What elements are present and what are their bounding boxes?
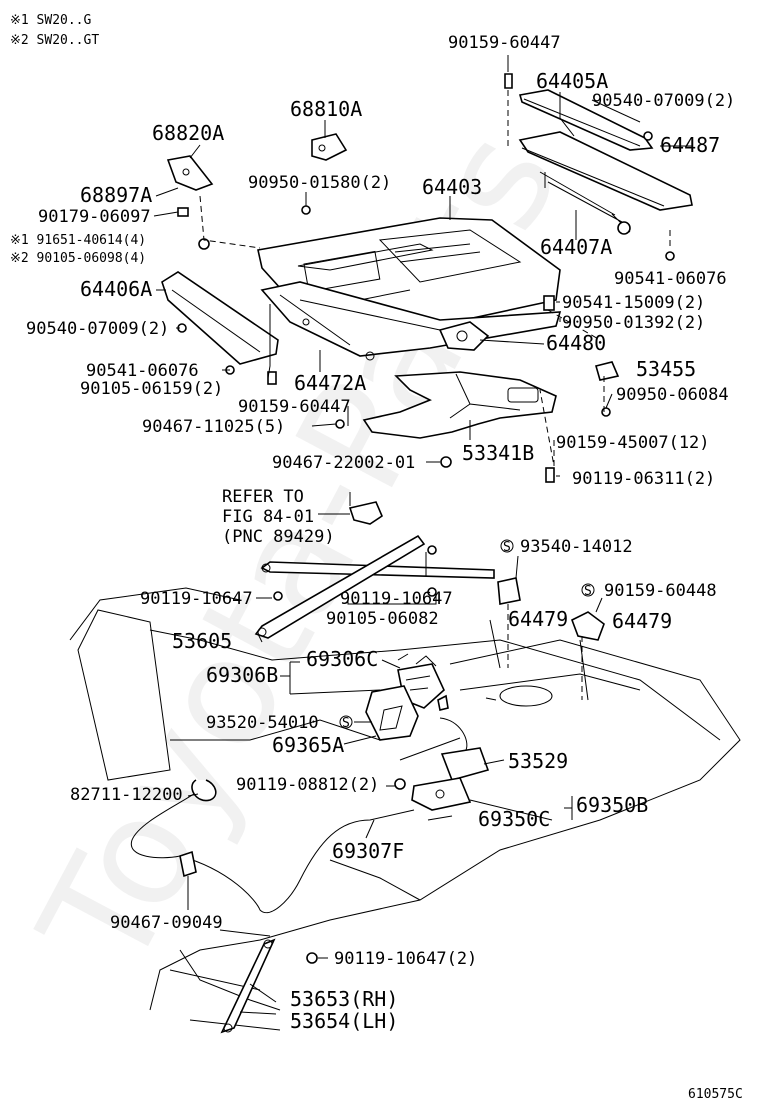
label-refer-to: REFER TO [222, 487, 304, 507]
label-90119-06311: 90119-06311(2) [572, 469, 715, 489]
label-64403: 64403 [422, 175, 482, 199]
label-90105-06098: ※2 90105-06098(4) [10, 251, 146, 266]
trim-53341B [362, 371, 557, 439]
label-69350B: 69350B [576, 793, 648, 817]
label-69350C: 69350C [478, 807, 550, 831]
label-53605: 53605 [172, 629, 232, 653]
label-53653: 53653(RH) [290, 987, 398, 1011]
note-sw20-gt: ※2 SW20..GT [10, 33, 99, 48]
label-90119-10647-r: 90119-10647 [340, 589, 453, 609]
label-90541-06076-r: 90541-06076 [614, 269, 727, 289]
svg-text:S: S [503, 540, 511, 555]
lock-assembly-69350 [411, 747, 490, 821]
label-53455: 53455 [636, 357, 696, 381]
label-90105-06082: 90105-06082 [326, 609, 439, 629]
label-64472A: 64472A [294, 371, 366, 395]
stay-53653 [220, 938, 318, 1034]
label-90950-01580: 90950-01580(2) [248, 173, 391, 193]
label-69306B: 69306B [206, 663, 278, 687]
label-refer-pnc: (PNC 89429) [222, 527, 335, 547]
cable-69307F [130, 717, 468, 914]
label-90467-22002: 90467-22002-01 [272, 453, 415, 473]
label-90540-07009-r: 90540-07009(2) [592, 91, 735, 111]
label-90950-01392: 90950-01392(2) [562, 313, 705, 333]
fasteners-mid [273, 545, 449, 790]
label-90541-15009: 90541-15009(2) [562, 293, 705, 313]
label-90179-06097: 90179-06097 [38, 207, 151, 227]
label-93520-54010: 93520-54010 [206, 713, 319, 733]
label-64407A: 64407A [540, 235, 612, 259]
weatherstrip-64405A [518, 89, 654, 151]
s-badge-93540: S [500, 539, 514, 555]
label-64406A: 64406A [80, 277, 152, 301]
label-90467-09049: 90467-09049 [110, 913, 223, 933]
fasteners-top [177, 73, 675, 483]
clamp-82711 [191, 779, 217, 802]
label-64479-a: 64479 [508, 607, 568, 631]
refer-part [318, 492, 383, 525]
label-53654: 53654(LH) [290, 1009, 398, 1033]
label-64487: 64487 [660, 133, 720, 157]
label-93540-14012: 93540-14012 [520, 537, 633, 557]
rod-53605 [254, 534, 495, 639]
label-69307F: 69307F [332, 839, 404, 863]
figure-code: 610575C [688, 1087, 743, 1102]
car-body-outline [69, 587, 741, 1031]
label-90159-60448: 90159-60448 [604, 581, 717, 601]
spoiler-stay-64407A [539, 171, 631, 235]
stay-64479 [497, 577, 605, 641]
label-82711-12200: 82711-12200 [70, 785, 183, 805]
label-90159-45007: 90159-45007(12) [556, 433, 710, 453]
label-64479-b: 64479 [612, 609, 672, 633]
label-90119-10647-l: 90119-10647 [140, 589, 253, 609]
label-90119-08812: 90119-08812(2) [236, 775, 379, 795]
label-68810A: 68810A [290, 97, 362, 121]
label-90105-06159: 90105-06159(2) [80, 379, 223, 399]
cover-69365A [365, 685, 419, 741]
hinge-cover-64406A [161, 271, 279, 365]
svg-text:S: S [584, 584, 592, 599]
svg-text:S: S [342, 716, 350, 731]
label-68897A: 68897A [80, 183, 152, 207]
leader-lines-top [153, 55, 692, 477]
label-64480: 64480 [546, 331, 606, 355]
label-53341B: 53341B [462, 441, 534, 465]
label-90540-07009-l: 90540-07009(2) [26, 319, 169, 339]
label-90159-60447-mid: 90159-60447 [238, 397, 351, 417]
label-refer-fig: FIG 84-01 [222, 507, 314, 527]
label-90467-11025: 90467-11025(5) [142, 417, 285, 437]
note-sw20-g: ※1 SW20..G [10, 13, 92, 28]
leader-lines-mid [187, 552, 603, 1015]
label-64405A: 64405A [536, 69, 608, 93]
hinge-68810A [311, 133, 348, 161]
s-badge-90159-60448: S [581, 583, 595, 599]
label-69306C: 69306C [306, 647, 378, 671]
label-91651-40614: ※1 91651-40614(4) [10, 233, 146, 248]
label-90541-06076-l: 90541-06076 [86, 361, 199, 381]
label-53529: 53529 [508, 749, 568, 773]
label-69365A: 69365A [272, 733, 344, 757]
spoiler-64487 [518, 131, 693, 211]
part-labels: 90159-60447 64405A 90540-07009(2) 64487 … [10, 33, 743, 1102]
s-badge-93520: S [339, 715, 353, 731]
clip-90467-09049 [179, 850, 197, 878]
label-90119-10647-2: 90119-10647(2) [334, 949, 477, 969]
label-68820A: 68820A [152, 121, 224, 145]
hinge-68820A [166, 155, 214, 191]
label-90159-60447-top: 90159-60447 [448, 33, 561, 53]
label-90950-06084: 90950-06084 [616, 385, 729, 405]
lock-64480 [438, 321, 490, 351]
